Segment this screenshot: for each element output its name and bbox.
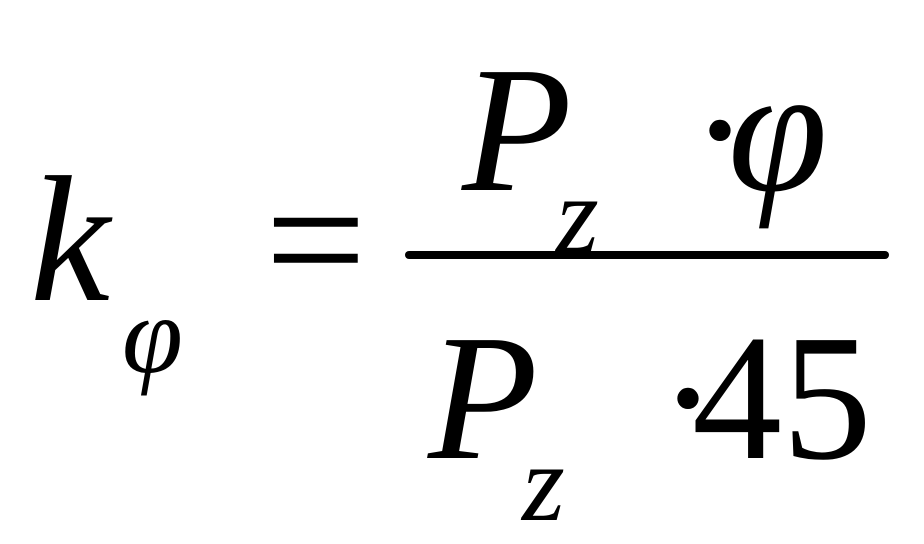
denominator-factor-45: 45	[692, 298, 872, 497]
lhs-variable-k: k	[30, 140, 110, 339]
numerator-multiply-dot: ·	[690, 30, 750, 229]
lhs-subscript-phi: φ	[122, 274, 183, 396]
denominator-multiply-dot: ·	[658, 298, 718, 497]
denominator-subscript-z: z	[522, 422, 565, 544]
numerator-factor-phi: φ	[728, 30, 828, 229]
numerator-subscript-z: z	[556, 154, 599, 276]
numerator-variable-p: P	[462, 30, 572, 229]
fraction-bar	[405, 251, 889, 259]
equals-sign: =	[265, 140, 367, 339]
denominator-variable-p: P	[428, 298, 538, 497]
